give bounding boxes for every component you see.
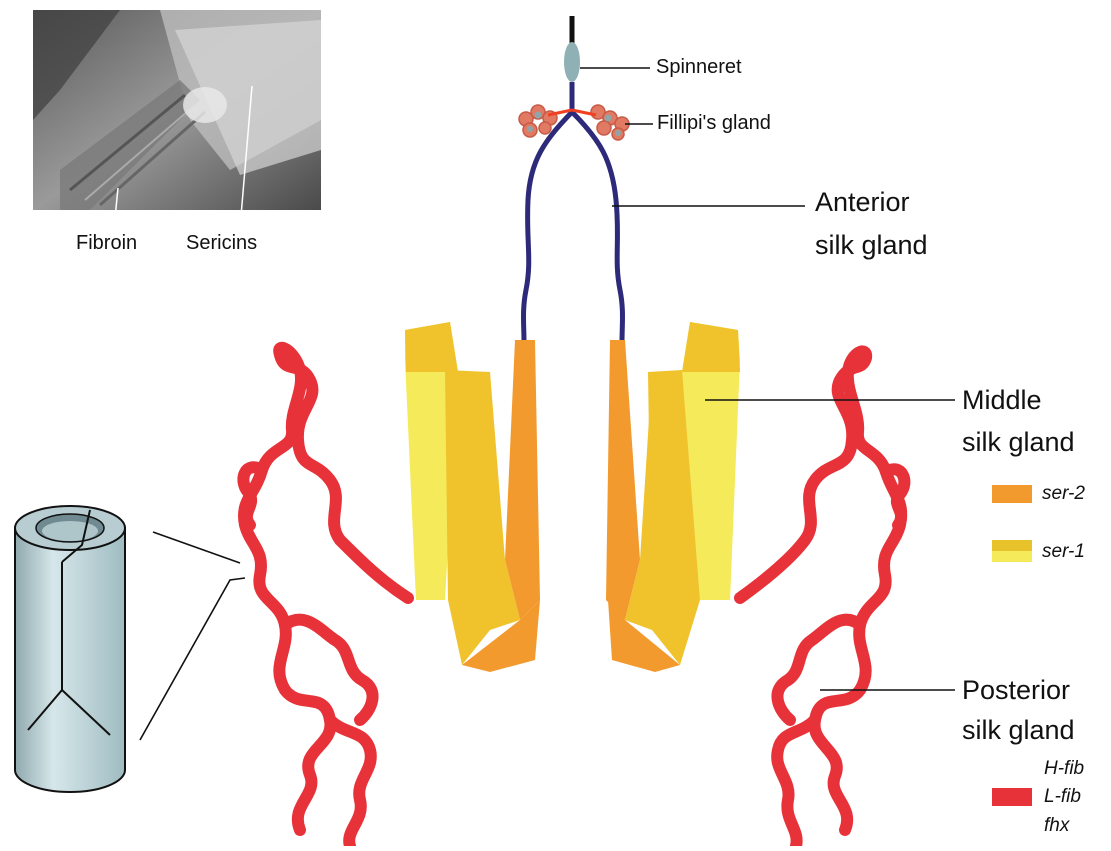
legend-hfib-label: H-fib [1044,758,1084,780]
anterior-label-line1: Anterior [815,185,910,219]
middle-silk-gland-right [606,322,740,672]
posterior-label-line1: Posterior [962,673,1070,707]
sericins-label: Sericins [186,232,257,255]
middle-silk-gland-left [405,322,540,672]
posterior-label-line2: silk gland [962,713,1075,747]
spinneret [564,16,580,112]
anterior-label-line2: silk gland [815,228,928,262]
tube-cross-section [15,506,125,792]
posterior-silk-gland-left [243,348,408,846]
posterior-silk-gland-right [740,351,904,846]
legend-fhx-label: fhx [1044,815,1069,837]
legend-swatch-posterior [992,788,1032,806]
legend-swatch-ser1-dark [992,540,1032,551]
anterior-silk-gland [524,112,623,342]
legend-lfib-label: L-fib [1044,786,1081,808]
sem-micrograph [33,10,321,228]
fibroin-label: Fibroin [76,232,137,255]
fillipi-gland [519,105,629,140]
spinneret-label: Spinneret [656,56,742,79]
legend-swatch-ser2 [992,485,1032,503]
middle-label-line2: silk gland [962,425,1075,459]
legend-ser2-label: ser-2 [1042,483,1085,505]
middle-label-line1: Middle [962,383,1042,417]
legend-ser1-label: ser-1 [1042,541,1085,563]
legend-swatch-ser1-light [992,551,1032,562]
fillipi-label: Fillipi's gland [657,112,771,135]
